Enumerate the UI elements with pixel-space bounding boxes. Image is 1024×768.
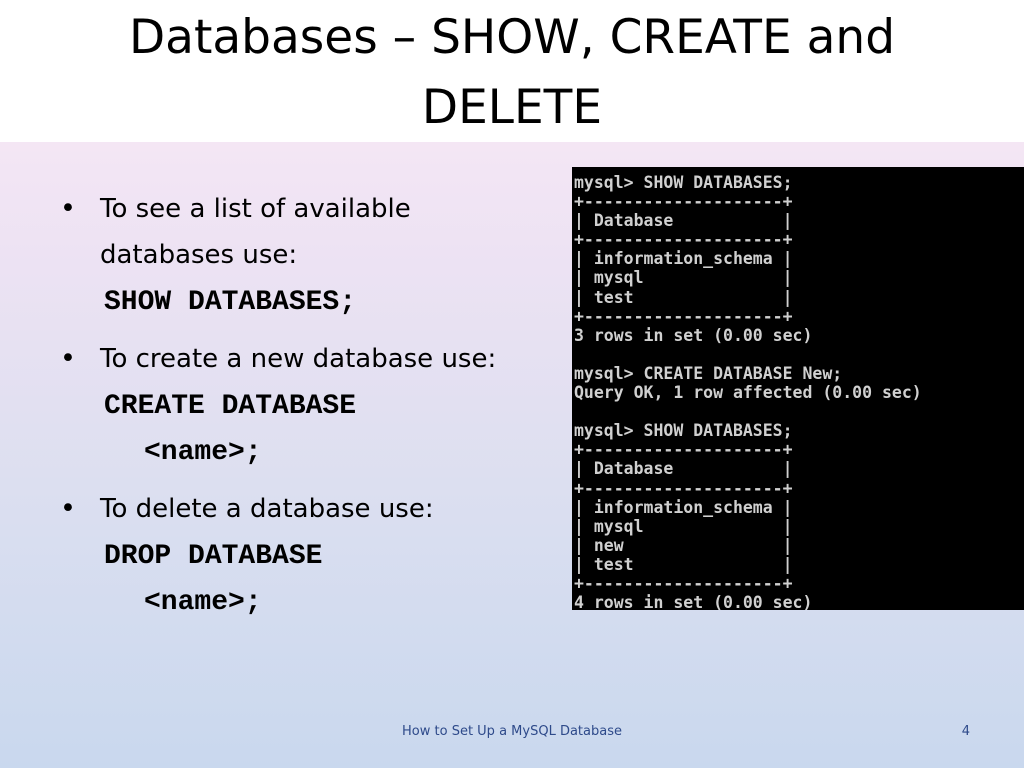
bullet-text: To create a new database use:	[100, 344, 497, 374]
slide-title: Databases – SHOW, CREATE and DELETE	[128, 10, 896, 135]
terminal-screenshot: mysql> SHOW DATABASES; +----------------…	[572, 167, 1024, 610]
terminal-output: mysql> SHOW DATABASES; +----------------…	[574, 173, 922, 610]
code-line: SHOW DATABASES;	[104, 287, 357, 318]
bullet-drop-database: To delete a database use: DROP DATABASE …	[60, 486, 580, 626]
code-line: CREATE DATABASE	[104, 391, 357, 422]
code-snippet: DROP DATABASE <name>;	[100, 534, 580, 626]
slide-footer: How to Set Up a MySQL Database	[402, 724, 622, 739]
code-snippet: CREATE DATABASE <name>;	[100, 384, 580, 476]
bullet-list: To see a list of available databases use…	[60, 186, 580, 636]
bullet-text: To delete a database use:	[100, 494, 434, 524]
page-number: 4	[961, 724, 970, 739]
code-line: DROP DATABASE	[104, 541, 323, 572]
code-line: <name>;	[144, 437, 262, 468]
code-line: <name>;	[144, 587, 262, 618]
bullet-show-databases: To see a list of available databases use…	[60, 186, 580, 326]
bullet-text: To see a list of available databases use…	[100, 194, 411, 270]
code-snippet: SHOW DATABASES;	[100, 280, 580, 326]
bullet-create-database: To create a new database use: CREATE DAT…	[60, 336, 580, 476]
